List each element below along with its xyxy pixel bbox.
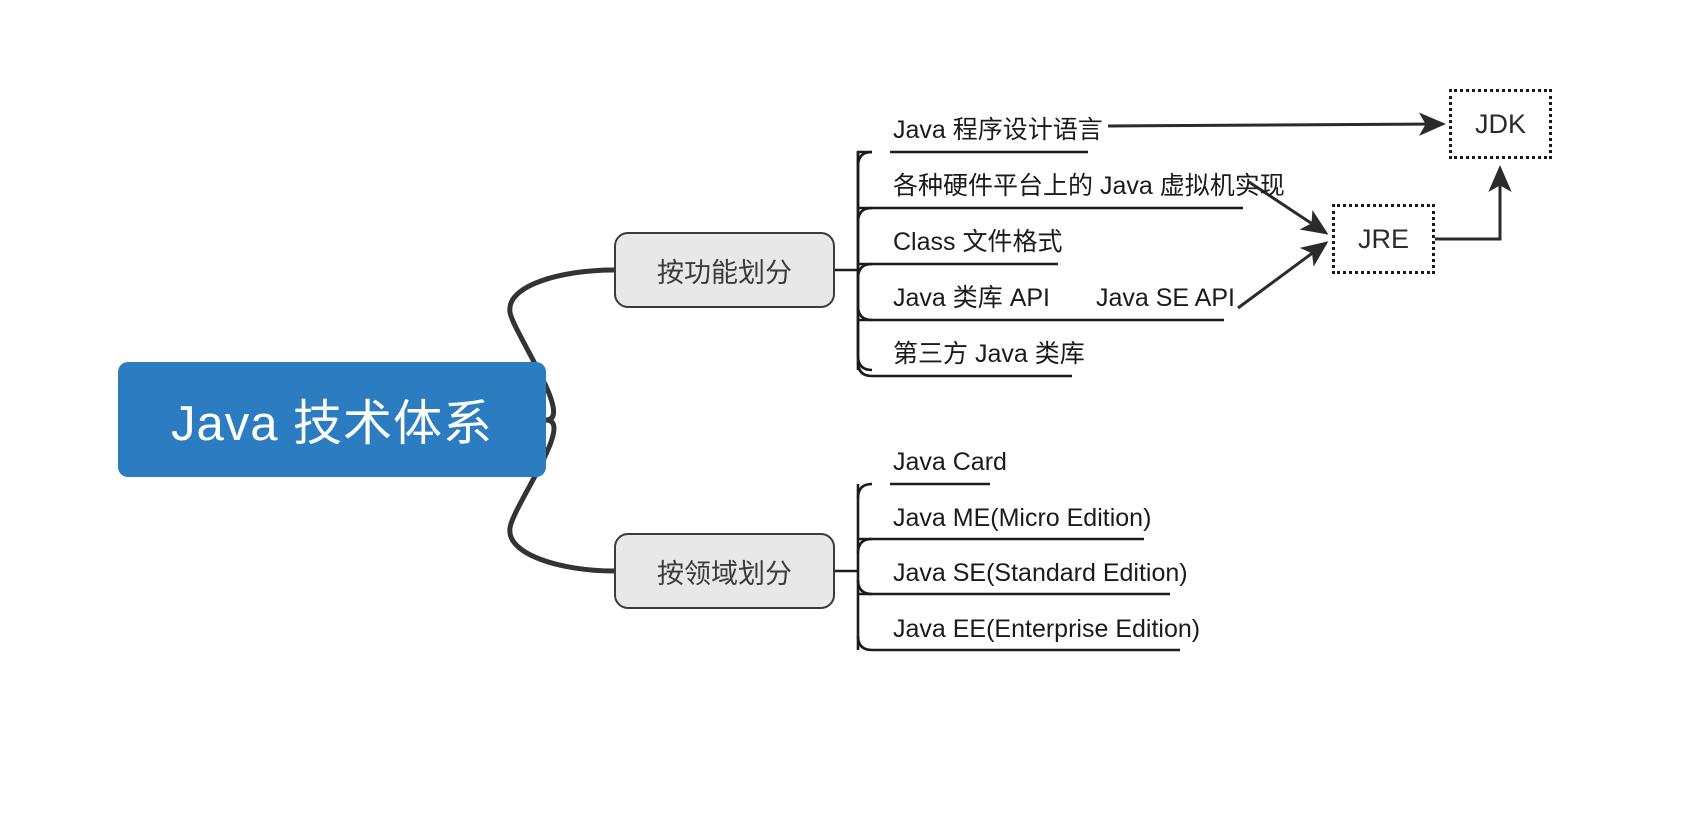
package-box-jdk[interactable]: JDK [1449, 89, 1552, 159]
root-node[interactable]: Java 技术体系 [118, 362, 546, 477]
corner-leaf-se-b [856, 579, 873, 596]
leaf-label-third-party-java-library[interactable]: 第三方 Java 类库 [893, 340, 1085, 368]
corner-leaf-se [856, 537, 873, 554]
corner-leaf-classlib [856, 262, 873, 279]
root-node-label: Java 技术体系 [170, 397, 494, 451]
package-box-jre[interactable]: JRE [1332, 204, 1435, 274]
package-box-jdk-label: JDK [1474, 108, 1526, 139]
arrow-classlib-to-jre [1237, 241, 1329, 310]
corner-leaf-me [856, 482, 873, 499]
corner-leaf-ee [856, 635, 873, 652]
arrow-language-to-jdk [1107, 112, 1446, 136]
leaf-label-class-file-format[interactable]: Class 文件格式 [893, 228, 1063, 256]
leaf-label-java-language[interactable]: Java 程序设计语言 [893, 116, 1103, 144]
leaf-label-java-me[interactable]: Java ME(Micro Edition) [893, 504, 1152, 532]
branch-node-by-domain-label: 按领域划分 [657, 558, 792, 589]
corner-leaf-classlib-b [856, 305, 873, 322]
leaf-label-java-card[interactable]: Java Card [893, 448, 1007, 476]
branch-node-by-function[interactable]: 按功能划分 [614, 232, 835, 308]
branch-node-by-function-label: 按功能划分 [657, 257, 792, 288]
corner-leaf-class [856, 206, 873, 223]
branch-node-by-domain[interactable]: 按领域划分 [614, 533, 835, 609]
leaf-label-java-ee[interactable]: Java EE(Enterprise Edition) [893, 615, 1201, 643]
arrow-jre-to-jdk [1435, 165, 1512, 241]
corner-leaf-jvm [856, 150, 873, 167]
edge-by-function-tree [856, 150, 873, 372]
leaf-label-java-se-api[interactable]: Java SE API [1096, 284, 1235, 312]
leaf-label-java-class-library-api[interactable]: Java 类库 API [893, 284, 1050, 312]
leaf-label-java-se[interactable]: Java SE(Standard Edition) [893, 559, 1188, 587]
package-box-jre-label: JRE [1357, 223, 1409, 254]
leaf-label-jvm-implementations[interactable]: 各种硬件平台上的 Java 虚拟机实现 [893, 172, 1285, 200]
corner-leaf-third [856, 361, 873, 378]
